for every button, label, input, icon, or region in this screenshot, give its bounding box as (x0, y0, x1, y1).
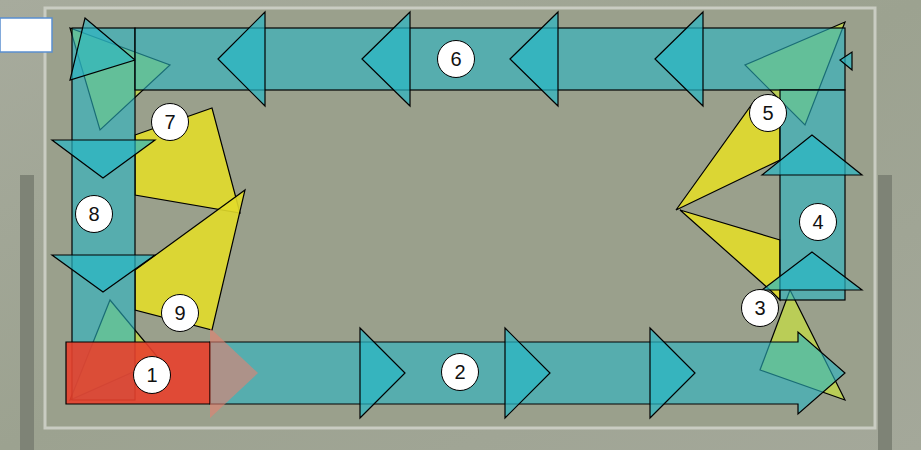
callout-number: 6 (450, 49, 461, 69)
callout-number: 7 (164, 112, 175, 132)
callout-circle: 8 (75, 195, 113, 233)
callout-number: 2 (454, 362, 465, 382)
callout-circle: 6 (437, 40, 475, 78)
callout-circle: 4 (799, 203, 837, 241)
callout-circle: 5 (749, 94, 787, 132)
callout-number: 5 (762, 103, 773, 123)
callout-number: 4 (812, 212, 823, 232)
callout-circle: 3 (741, 289, 779, 327)
callout-number: 9 (174, 303, 185, 323)
callout-circle: 7 (151, 103, 189, 141)
callout-circle: 1 (133, 356, 171, 394)
callout-number: 8 (88, 204, 99, 224)
callout-number: 3 (754, 298, 765, 318)
callout-circle: 9 (161, 294, 199, 332)
callout-number: 1 (146, 365, 157, 385)
callout-circle: 2 (441, 353, 479, 391)
